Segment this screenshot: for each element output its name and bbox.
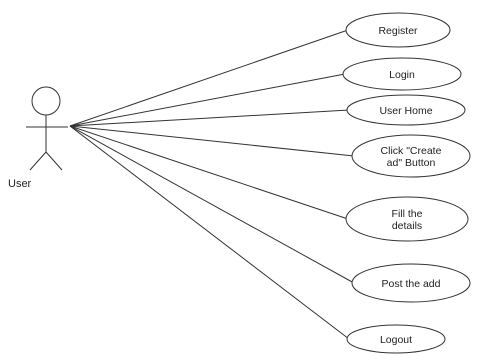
use-case-label-post-add: Post the add (382, 278, 441, 290)
use-case-ellipse-post-add (351, 263, 471, 303)
association-lines (69, 29, 355, 340)
association-user-home (69, 109, 350, 127)
use-case-user-home: User Home (346, 94, 466, 126)
use-case-login: Login (342, 57, 462, 91)
use-case-label-register: Register (378, 25, 418, 37)
use-case-ellipse-fill-details (345, 196, 469, 242)
use-case-label-user-home: User Home (379, 105, 432, 117)
use-case-post-add: Post the add (351, 263, 471, 303)
association-logout (69, 125, 350, 340)
use-case-ellipse-register (345, 12, 451, 48)
actor-right-leg (45, 151, 63, 171)
association-post-add (69, 125, 355, 284)
use-case-label-fill-details: details (392, 220, 422, 232)
use-case-ellipse-logout (346, 324, 446, 354)
use-case-register: Register (345, 12, 451, 48)
actor-user (26, 86, 68, 171)
use-case-label-login: Login (389, 69, 415, 81)
actor-left-leg (29, 151, 47, 171)
actor-head (31, 86, 61, 116)
use-case-ellipse-login (342, 57, 462, 91)
association-register (69, 29, 349, 127)
association-create-ad (69, 125, 355, 157)
use-case-logout: Logout (346, 324, 446, 354)
actor-label: User (8, 178, 32, 190)
association-fill-details (69, 125, 349, 220)
association-login (69, 73, 346, 127)
use-case-ellipse-user-home (346, 94, 466, 126)
use-case-label-fill-details: Fill the (392, 208, 423, 220)
use-case-ellipse-create-ad (351, 134, 471, 178)
use-case-label-create-ad: ad" Button (387, 157, 436, 169)
use-case-label-logout: Logout (380, 334, 412, 346)
use-case-label-create-ad: Click "Create (381, 145, 442, 157)
